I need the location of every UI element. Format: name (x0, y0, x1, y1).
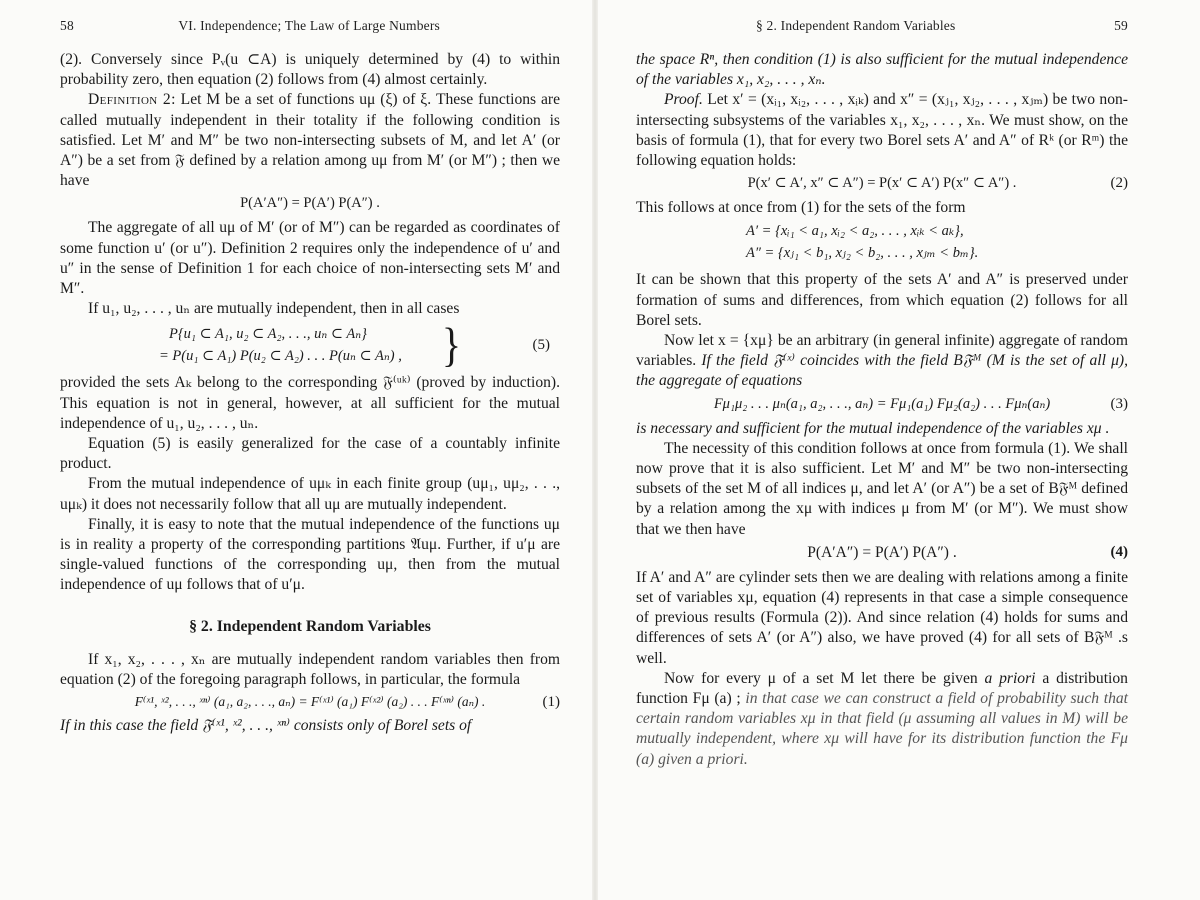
equation-tag: (1) (542, 693, 561, 710)
equation-tag: (4) (1110, 544, 1129, 561)
equation-text: Fμ₁μ₂ . . . μₙ(a₁, a₂, . . ., aₙ) = Fμ₁(… (713, 395, 1051, 412)
proof-label: Proof. (664, 91, 703, 109)
section-heading: § 2. Independent Random Variables (189, 617, 431, 635)
paragraph: From the mutual independence of uμₖ in e… (60, 475, 560, 513)
paragraph: If x₁, x₂, . . . , xₙ are mutually indep… (60, 650, 560, 688)
left-page: 58 VI. Independence; The Law of Large Nu… (0, 0, 590, 900)
left-header: 58 VI. Independence; The Law of Large Nu… (60, 18, 560, 34)
equation-tag: (3) (1110, 395, 1129, 412)
right-header: § 2. Independent Random Variables 59 (636, 18, 1128, 34)
paragraph: If in this case the field 𝔉⁽ˣ¹, ˣ², . . … (60, 717, 472, 735)
brace-glyph: } (441, 317, 462, 372)
equation-text: F⁽ˣ¹, ˣ², . . ., ˣⁿ⁾ (a₁, a₂, . . ., aₙ)… (134, 694, 486, 710)
equation-tag: (5) (532, 336, 551, 353)
gutter (592, 0, 598, 900)
definition-paragraph: Definition 2: Let M be a set of function… (60, 90, 560, 191)
equation: P(A′A″) = P(A′) P(A″) . (240, 195, 380, 212)
equation-1: F⁽ˣ¹, ˣ², . . ., ˣⁿ⁾ (a₁, a₂, . . ., aₙ)… (60, 694, 560, 710)
equation-3: Fμ₁μ₂ . . . μₙ(a₁, a₂, . . ., aₙ) = Fμ₁(… (636, 396, 1128, 413)
paragraph: Equation (5) is easily generalized for t… (60, 435, 560, 473)
paragraph: Now let x = {xμ} be an arbitrary (in gen… (636, 331, 1128, 392)
page-number: 58 (60, 18, 74, 33)
running-head: § 2. Independent Random Variables (756, 18, 956, 33)
paragraph: Now for every μ of a set M let there be … (636, 669, 1128, 770)
text-run: Now for every μ of a set M let there be … (664, 669, 985, 687)
right-page: § 2. Independent Random Variables 59 the… (600, 0, 1200, 900)
equation-set: A′ = {xᵢ₁ < a₁, xᵢ₂ < a₂, . . . , xᵢₖ < … (746, 220, 1128, 264)
proof-paragraph: Proof. Let x′ = (xᵢ₁, xᵢ₂, . . . , xᵢₖ) … (636, 90, 1128, 171)
text-run: Now let x = {xμ} be an arbitrary (in gen… (636, 332, 1128, 370)
paragraph: The necessity of this condition follows … (636, 439, 1128, 538)
paragraph: (2). Conversely since Pᵥ(u ⊂A) is unique… (60, 51, 560, 89)
equation-line: A″ = {xⱼ₁ < b₁, xⱼ₂ < b₂, . . . , xⱼₘ < … (746, 245, 979, 262)
paragraph: If u₁, u₂, . . . , uₙ are mutually indep… (88, 300, 460, 318)
text-run: a distribution function Fμ (a) ; (636, 669, 1128, 708)
paragraph: If A′ and A″ are cylinder sets then we a… (636, 568, 1128, 667)
equation-text: P(x′ ⊂ A′, x″ ⊂ A″) = P(x′ ⊂ A′) P(x″ ⊂ … (747, 175, 1017, 192)
text-run-italic: a priori (984, 669, 1036, 687)
paragraph: the space Rⁿ, then condition (1) is also… (636, 51, 1128, 89)
running-head: VI. Independence; The Law of Large Numbe… (178, 18, 440, 33)
proof-text: Let x′ = (xᵢ₁, xᵢ₂, . . . , xᵢₖ) and x″ … (636, 91, 1128, 170)
equation-lines: P{u₁ ⊂ A₁, u₂ ⊂ A₂, . . ., uₙ ⊂ Aₙ} = P(… (159, 323, 402, 367)
equation-line: P{u₁ ⊂ A₁, u₂ ⊂ A₂, . . ., uₙ ⊂ Aₙ} (168, 326, 367, 343)
text-run-italic: in that case we can construct a field of… (636, 690, 1129, 768)
equation-4: P(A′A″) = P(A′) P(A″) . (4) (636, 544, 1128, 562)
paragraph: is necessary and sufficient for the mutu… (636, 419, 1110, 437)
equation-line: A′ = {xᵢ₁ < a₁, xᵢ₂ < a₂, . . . , xᵢₖ < … (746, 223, 964, 240)
paragraph: provided the sets Aₖ belong to the corre… (60, 374, 560, 432)
paragraph: It can be shown that this property of th… (636, 271, 1128, 329)
page-number: 59 (1114, 18, 1128, 33)
equation-line: = P(u₁ ⊂ A₁) P(u₂ ⊂ A₂) . . . P(uₙ ⊂ Aₙ)… (158, 348, 402, 365)
equation-tag: (2) (1110, 175, 1129, 192)
equation-text: P(A′A″) = P(A′) P(A″) . (807, 543, 957, 561)
equation-5: P{u₁ ⊂ A₁, u₂ ⊂ A₂, . . ., uₙ ⊂ Aₙ} = P(… (60, 317, 560, 372)
definition-label: Definition 2: (88, 91, 176, 109)
definition-text: Let M be a set of functions uμ (ξ) of ξ.… (60, 91, 560, 190)
paragraph: This follows at once from (1) for the se… (636, 199, 966, 217)
paragraph: Finally, it is easy to note that the mut… (60, 515, 560, 594)
paragraph: The aggregate of all uμ of M′ (or of M″)… (60, 219, 560, 298)
equation-2: P(x′ ⊂ A′, x″ ⊂ A″) = P(x′ ⊂ A′) P(x″ ⊂ … (636, 175, 1128, 192)
text-run-italic: If the field 𝔉⁽ˣ⁾ coincides with the fie… (636, 352, 1128, 390)
